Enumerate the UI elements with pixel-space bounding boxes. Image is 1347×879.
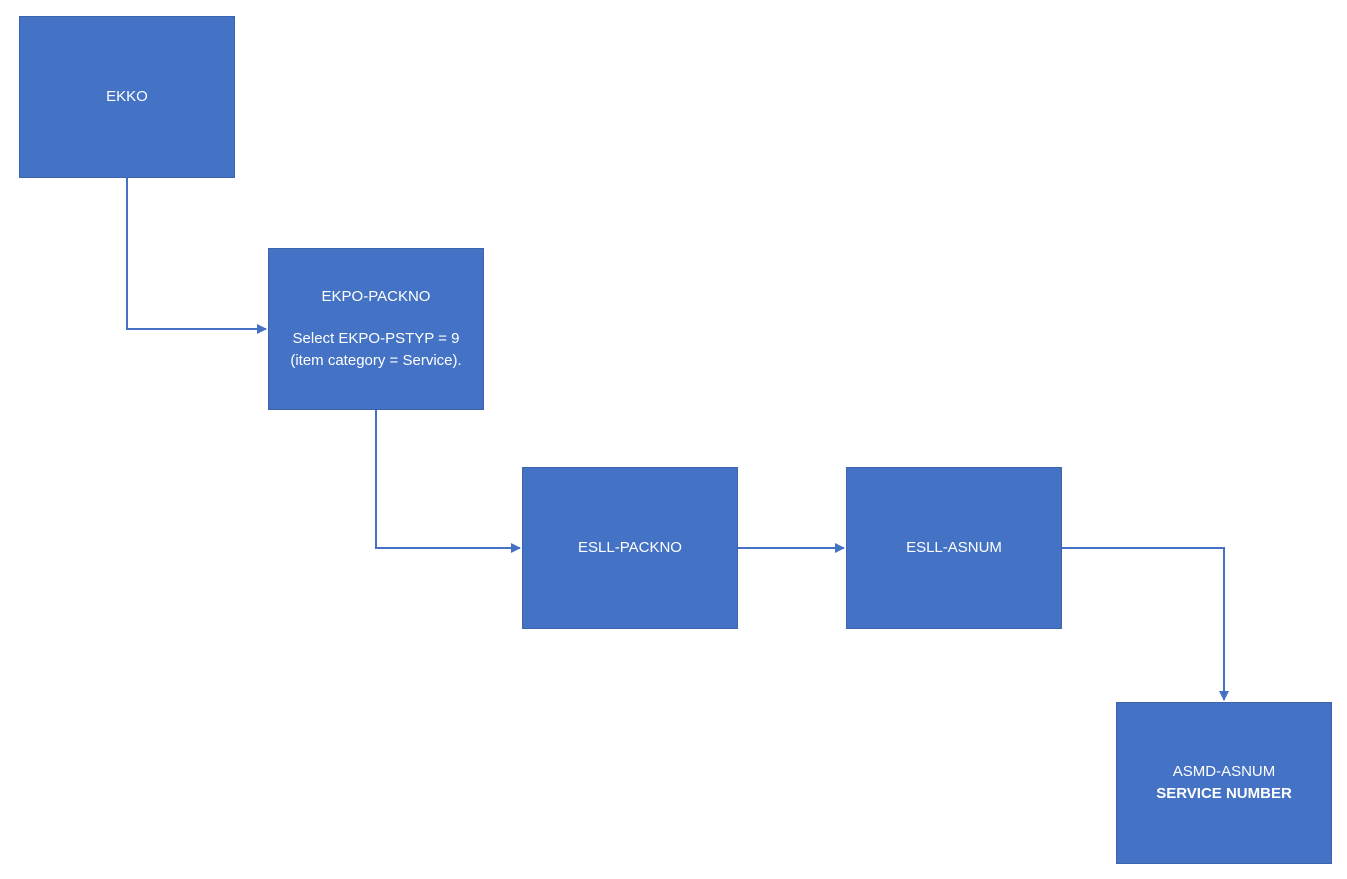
- connector-esll-asnum-to-asmd-asnum: [1062, 547, 1229, 701]
- node-ekpo-packno-note-line2: (item category = Service).: [290, 352, 462, 369]
- node-esll-packno-label: ESLL-PACKNO: [578, 539, 682, 556]
- node-ekpo-packno-note-line1: Select EKPO-PSTYP = 9: [292, 330, 460, 347]
- node-asmd-asnum-sublabel: SERVICE NUMBER: [1156, 785, 1292, 802]
- node-ekko[interactable]: EKKO: [19, 16, 235, 178]
- node-asmd-asnum-label: ASMD-ASNUM: [1172, 763, 1276, 780]
- node-ekko-label: EKKO: [106, 88, 148, 105]
- connector-ekko-to-ekpo-packno: [126, 178, 267, 334]
- connector-ekpo-packno-to-esll-packno: [375, 410, 521, 553]
- node-esll-asnum[interactable]: ESLL-ASNUM: [846, 467, 1062, 629]
- node-ekpo-packno[interactable]: EKPO-PACKNO Select EKPO-PSTYP = 9 (item …: [268, 248, 484, 410]
- node-esll-asnum-label: ESLL-ASNUM: [906, 539, 1002, 556]
- node-asmd-asnum[interactable]: ASMD-ASNUM SERVICE NUMBER: [1116, 702, 1332, 864]
- node-ekpo-packno-label: EKPO-PACKNO: [321, 288, 431, 305]
- node-esll-packno[interactable]: ESLL-PACKNO: [522, 467, 738, 629]
